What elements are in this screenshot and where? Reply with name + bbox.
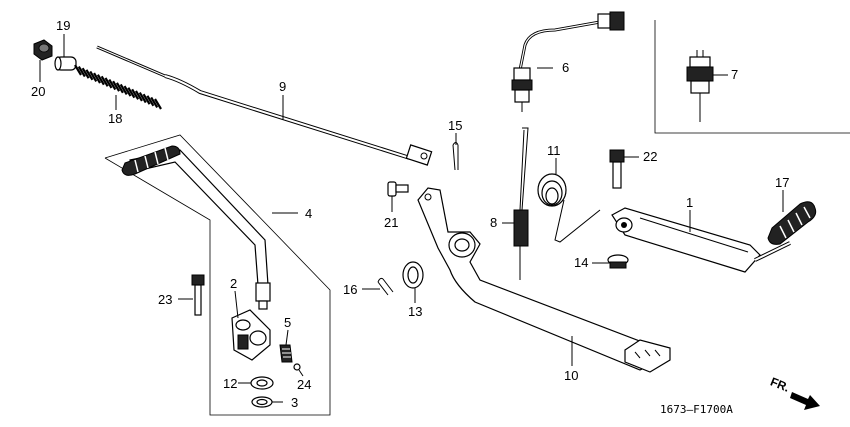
front-direction-arrow: FR. — [768, 375, 820, 410]
callout-5: 5 — [284, 315, 291, 330]
spring-coil — [100, 75, 109, 87]
callout-6: 6 — [562, 60, 569, 75]
part-9-cable — [96, 45, 433, 166]
part-20-nut — [33, 39, 53, 61]
callout-21: 21 — [384, 215, 398, 230]
part-8-spring — [513, 127, 529, 280]
callout-11: 11 — [547, 143, 561, 158]
callout-24: 24 — [297, 377, 311, 392]
part-12-washer — [250, 376, 274, 390]
part-19-cap — [54, 56, 77, 71]
callout-7: 7 — [731, 67, 738, 82]
spring-coil — [127, 87, 136, 99]
callout-8: 8 — [490, 215, 497, 230]
part-24-ball — [293, 363, 301, 371]
spring-coil — [154, 98, 162, 110]
callout-15: 15 — [448, 118, 462, 133]
spring-coil — [81, 67, 90, 79]
spring-coil — [115, 82, 124, 94]
part-15-pin — [452, 142, 459, 171]
spring-coil — [104, 77, 113, 89]
callout-10: 10 — [564, 368, 578, 383]
callout-2: 2 — [230, 276, 237, 291]
callout-16: 16 — [343, 282, 357, 297]
part-6-switch — [511, 11, 625, 112]
spring-coil — [77, 66, 86, 78]
callout-13: 13 — [408, 304, 422, 319]
part-13-washer — [402, 261, 424, 289]
direction-label: FR. — [768, 375, 791, 395]
part-14-nut — [607, 254, 629, 269]
part-22-bolt — [609, 149, 625, 189]
spring-coil — [108, 79, 117, 91]
part-10-brake-pedal — [417, 187, 671, 373]
callout-19: 19 — [56, 18, 70, 33]
callout-23: 23 — [158, 292, 172, 307]
spring-coil — [74, 64, 82, 76]
spring-coil — [119, 83, 128, 95]
part-7-switch — [686, 50, 714, 122]
part-2-boss — [231, 309, 271, 361]
part-16-pin — [377, 277, 394, 296]
kick-group-outline — [104, 134, 331, 416]
spring-coil — [135, 90, 143, 102]
arrow-icon — [790, 392, 820, 410]
spring-coil — [96, 74, 105, 86]
leader-lines — [39, 34, 784, 403]
callout-4: 4 — [305, 206, 312, 221]
part-3-circlip — [251, 396, 273, 408]
part-5-spring — [279, 344, 293, 363]
callout-1: 1 — [686, 195, 693, 210]
callout-18: 18 — [108, 111, 122, 126]
spring-coil — [142, 93, 151, 105]
spring-coil — [146, 95, 155, 107]
spring-coil — [93, 72, 101, 84]
spring-coil — [150, 96, 159, 108]
spring-coil — [85, 69, 94, 81]
callout-12: 12 — [223, 376, 237, 391]
spring-coil — [89, 70, 98, 83]
callout-14: 14 — [574, 255, 588, 270]
callout-20: 20 — [31, 84, 45, 99]
part-1-brake-arm — [611, 207, 791, 273]
part-18-spring — [74, 64, 162, 110]
part-21-pin — [387, 181, 409, 197]
callout-9: 9 — [279, 79, 286, 94]
part-4-kick-lever — [121, 145, 271, 310]
spring-coil — [123, 85, 132, 97]
drawing-code: 1673–F1700A — [660, 403, 733, 416]
callout-17: 17 — [775, 175, 789, 190]
callout-22: 22 — [643, 149, 657, 164]
spring-coil — [138, 91, 147, 104]
part-17-grip — [767, 201, 817, 245]
spring-coil — [112, 80, 121, 92]
switch-group-outline — [654, 20, 850, 134]
spring-coil — [131, 88, 140, 100]
callout-3: 3 — [291, 395, 298, 410]
part-23-bolt — [191, 274, 205, 316]
part-11-spring — [537, 173, 601, 243]
